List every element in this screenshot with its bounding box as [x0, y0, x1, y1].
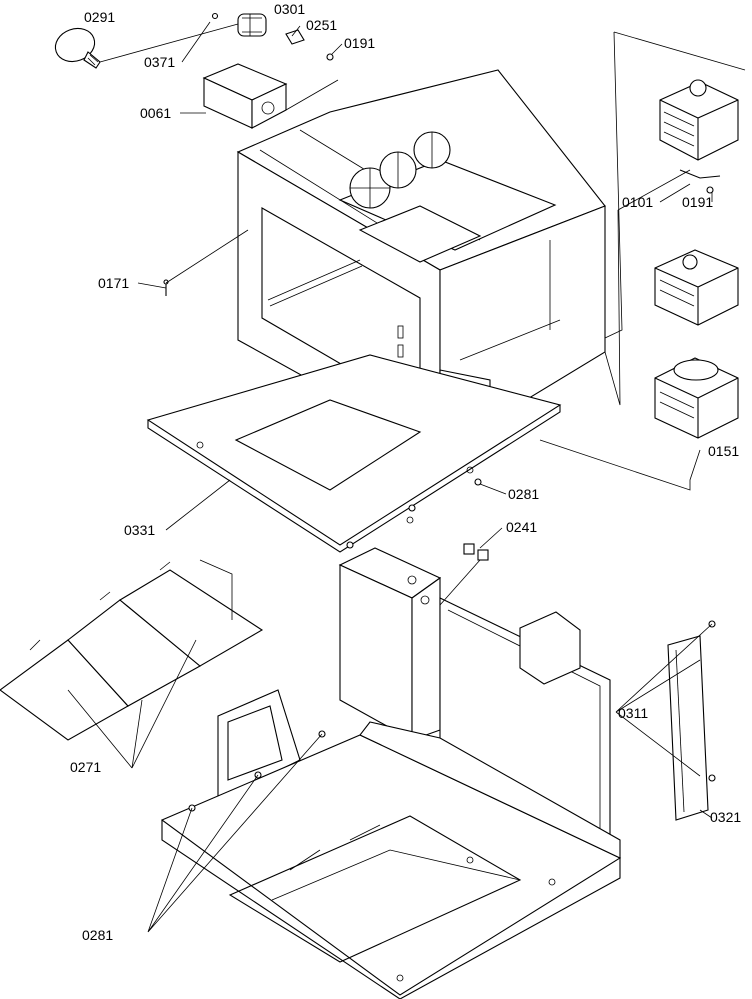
left-wall-part: [217, 689, 301, 801]
callout-0151: 0151: [708, 443, 739, 459]
callout-0251: 0251: [306, 17, 337, 33]
screw-part: [346, 541, 354, 549]
callout-0311: 0311: [618, 705, 648, 721]
callout-0301: 0301: [274, 1, 305, 17]
callout-0191-right: 0191: [682, 194, 713, 210]
callout-0321: 0321: [710, 809, 741, 825]
screw-part: [706, 186, 714, 194]
light-housing-part: [202, 63, 288, 129]
vent-housing-part: [338, 547, 442, 741]
magnetron-bottom-part: [654, 357, 739, 439]
callout-0291: 0291: [84, 9, 115, 25]
screw-part: [474, 478, 482, 486]
callout-0241: 0241: [506, 519, 537, 535]
screw-part: [211, 12, 219, 20]
callout-0281-top: 0281: [508, 486, 539, 502]
callout-0271: 0271: [70, 759, 101, 775]
leader-lines: [67, 21, 746, 933]
grease-filter-part: [0, 559, 264, 741]
terminal-part: [285, 29, 305, 45]
callout-0371: 0371: [144, 54, 175, 70]
callout-0191-top: 0191: [344, 35, 375, 51]
callout-0101: 0101: [622, 194, 653, 210]
lamp-socket-part: [237, 13, 267, 37]
callout-0171: 0171: [98, 275, 129, 291]
magnetron-top-part: [659, 79, 739, 179]
magnetron-middle-part: [654, 249, 739, 326]
bulb-part: [54, 27, 101, 69]
screw-part: [326, 53, 334, 61]
callout-0331: 0331: [124, 522, 155, 538]
bracket-part: [667, 620, 716, 821]
callout-labels: 0291 0301 0251 0191 0371 0061 0171 0101 …: [70, 1, 741, 943]
bottom-tray-part: [160, 721, 622, 999]
callout-0061: 0061: [140, 105, 171, 121]
base-plate-part: [146, 354, 562, 553]
connector-part: [463, 543, 489, 561]
screw-part: [408, 504, 416, 512]
side-panel-part: [439, 597, 611, 846]
callout-0281-bottom: 0281: [82, 927, 113, 943]
